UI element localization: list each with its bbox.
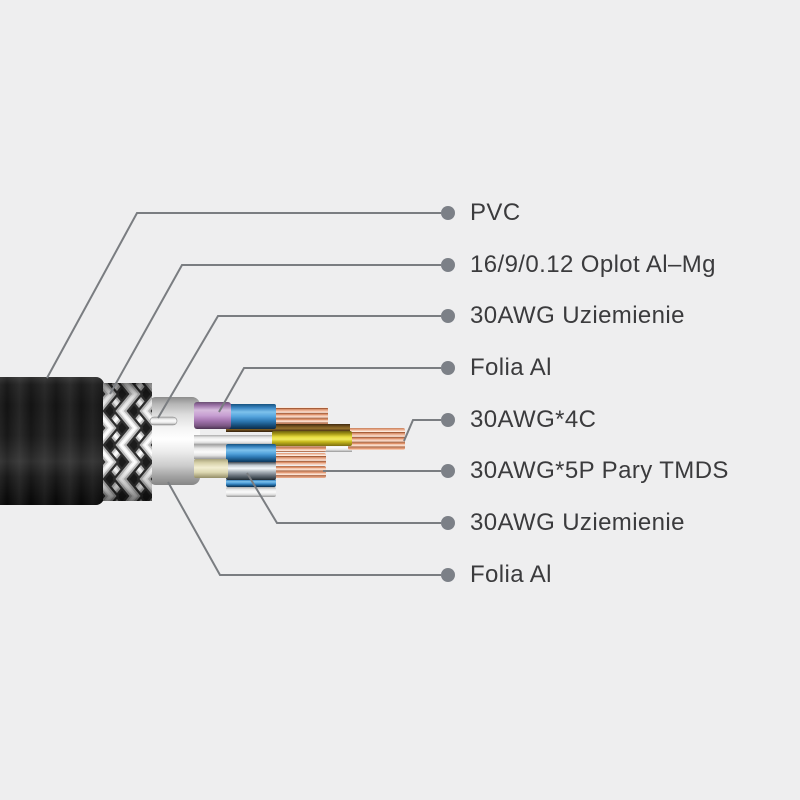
callout-dot-4 <box>441 361 455 375</box>
wire-purple-foil-pair <box>194 402 231 429</box>
copper-strands-center <box>348 428 405 450</box>
braid-shield <box>103 383 152 501</box>
callout-line-drain <box>157 315 441 419</box>
callout-dot-6 <box>441 464 455 478</box>
callout-line-foil <box>218 367 441 413</box>
callout-label-foil-1: Folia Al <box>470 354 552 381</box>
wire-white-left <box>194 445 228 459</box>
callout-label-tmds: 30AWG*5P Pary TMDS <box>470 457 729 484</box>
callout-label-ground-1: 30AWG Uziemienie <box>470 302 685 329</box>
callout-line-braid <box>109 264 441 395</box>
callout-line-inner-foil <box>167 481 441 576</box>
callout-label-foil-2: Folia Al <box>470 561 552 588</box>
wire-yellow <box>272 431 352 446</box>
wire-white-bottom <box>226 487 276 497</box>
pvc-jacket <box>0 377 104 505</box>
callout-dot-1 <box>441 206 455 220</box>
wire-cream <box>194 459 228 478</box>
callout-line-pvc <box>46 212 441 379</box>
copper-strands-mid-2 <box>272 453 326 465</box>
callout-dots <box>441 206 455 582</box>
wire-white-mid <box>194 435 272 445</box>
callout-dot-2 <box>441 258 455 272</box>
copper-strands-lower <box>272 466 326 478</box>
callout-label-braid: 16/9/0.12 Oplot Al–Mg <box>470 251 716 278</box>
callout-dot-8 <box>441 568 455 582</box>
wire-bundle <box>194 402 405 497</box>
copper-strands-top <box>272 407 328 426</box>
callout-line-4c <box>403 419 441 442</box>
wire-silver-ground <box>226 462 276 480</box>
callout-dot-3 <box>441 309 455 323</box>
callout-label-ground-2: 30AWG Uziemienie <box>470 509 685 536</box>
wire-blue-top <box>226 404 276 429</box>
wire-brown <box>226 424 350 432</box>
wire-blue-mid <box>226 444 276 463</box>
callout-label-pvc: PVC <box>470 199 521 226</box>
callout-label-4c: 30AWG*4C <box>470 406 597 433</box>
callout-line-ground <box>246 472 441 524</box>
drain-wire <box>149 416 178 426</box>
foil-wrap <box>148 397 200 485</box>
callout-dot-7 <box>441 516 455 530</box>
wire-blue-strip <box>226 479 276 487</box>
callout-dot-5 <box>441 413 455 427</box>
callout-lines <box>46 212 441 576</box>
